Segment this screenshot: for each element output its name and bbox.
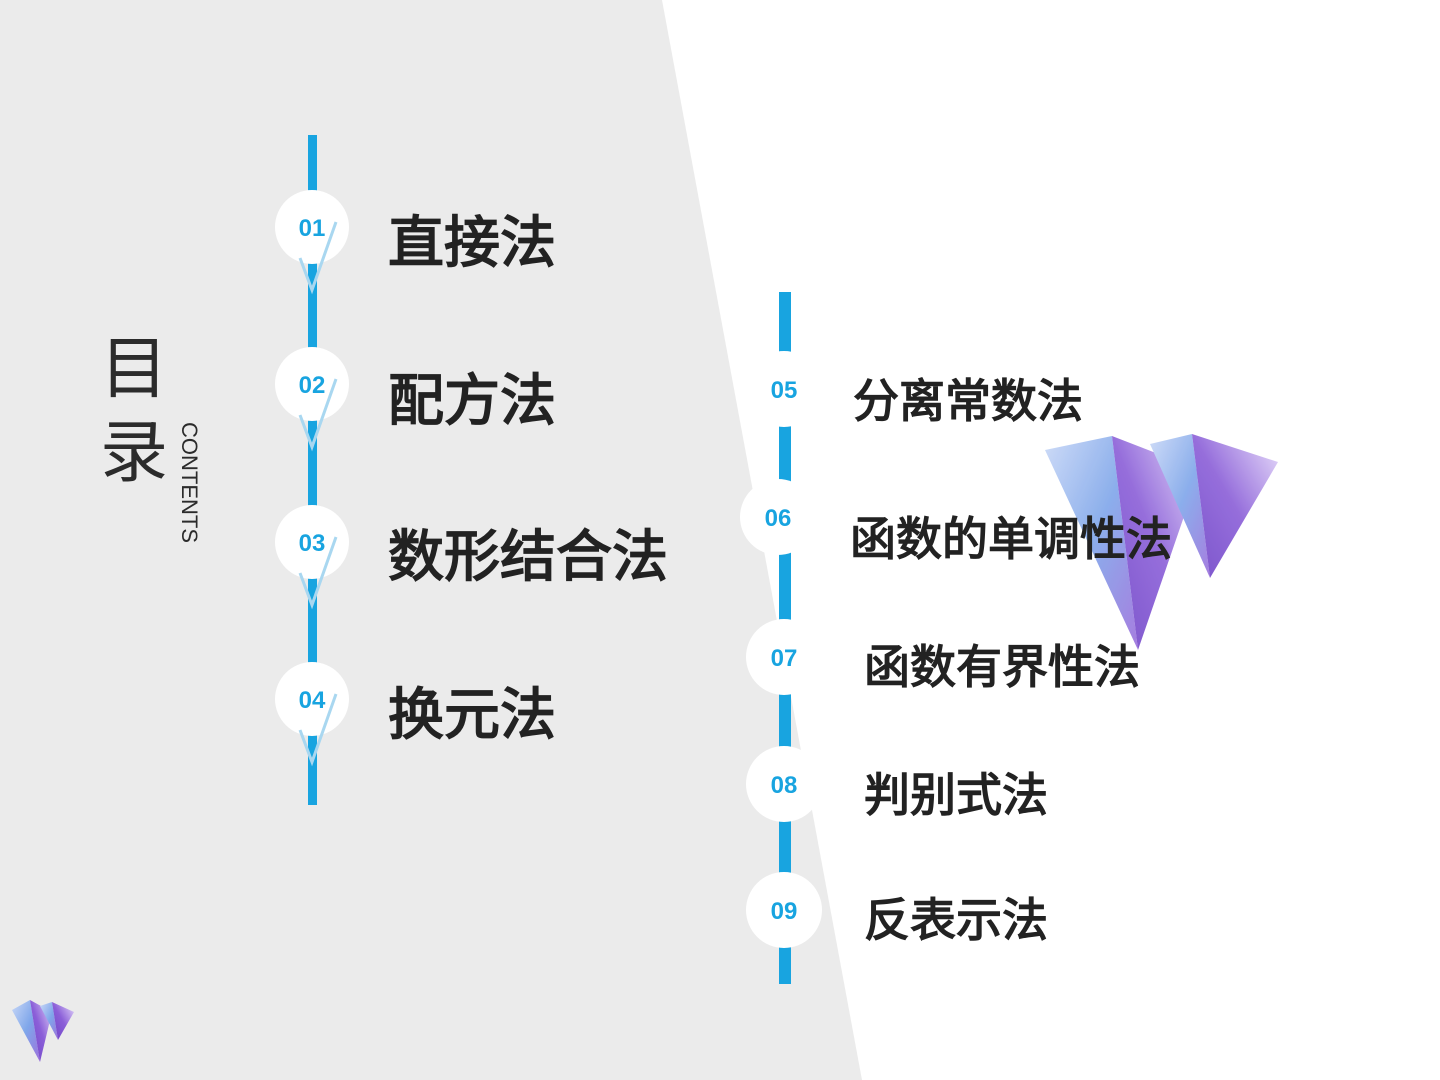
item-number-08: 08 xyxy=(770,772,798,799)
marker-05 xyxy=(746,351,822,427)
marker-08 xyxy=(746,746,822,822)
item-label-02[interactable]: 配方法 xyxy=(388,369,556,434)
marker-01 xyxy=(275,190,349,295)
item-label-04[interactable]: 换元法 xyxy=(388,683,556,748)
item-number-06: 06 xyxy=(764,505,792,532)
corner-logo-icon xyxy=(12,1000,74,1062)
marker-02 xyxy=(275,347,349,452)
left-timeline xyxy=(308,135,317,805)
marker-09 xyxy=(746,872,822,948)
item-number-05: 05 xyxy=(770,377,798,404)
marker-04 xyxy=(275,662,349,767)
marker-06 xyxy=(740,479,816,555)
item-label-07[interactable]: 函数有界性法 xyxy=(864,640,1140,694)
item-number-01: 01 xyxy=(298,215,326,242)
item-number-07: 07 xyxy=(770,645,798,672)
item-number-03: 03 xyxy=(298,530,326,557)
title-char-lu: 录 xyxy=(100,414,169,493)
item-label-01[interactable]: 直接法 xyxy=(388,211,556,276)
item-number-04: 04 xyxy=(298,687,326,714)
item-number-09: 09 xyxy=(770,898,798,925)
item-label-08[interactable]: 判别式法 xyxy=(864,768,1048,822)
item-label-06[interactable]: 函数的单调性法 xyxy=(850,512,1172,566)
marker-07 xyxy=(746,619,822,695)
title-char-mu: 目 xyxy=(100,330,169,409)
item-label-05[interactable]: 分离常数法 xyxy=(853,374,1083,428)
item-number-02: 02 xyxy=(298,372,326,399)
marker-03 xyxy=(275,505,349,610)
triangle-gem-icon xyxy=(1045,434,1278,650)
contents-subtitle: CONTENTS xyxy=(177,422,202,543)
item-label-09[interactable]: 反表示法 xyxy=(864,893,1048,947)
item-label-03[interactable]: 数形结合法 xyxy=(388,525,668,590)
grey-panel xyxy=(0,0,862,1080)
